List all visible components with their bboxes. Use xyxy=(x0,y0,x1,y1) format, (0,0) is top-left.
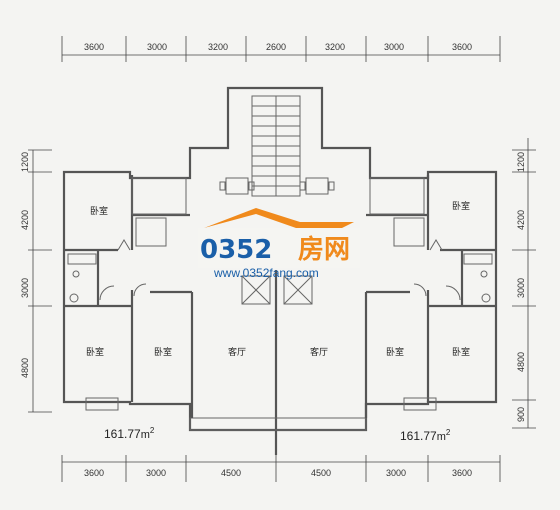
elevator-right xyxy=(283,275,313,305)
dim-bottom-4: 4500 xyxy=(311,468,331,478)
room-label-bedroom-5: 卧室 xyxy=(452,346,470,358)
watermark-brand-text: 房网 xyxy=(298,235,350,265)
dim-top-6: 3000 xyxy=(384,42,404,52)
stair-core xyxy=(241,95,313,305)
room-label-bedroom-6: 卧室 xyxy=(452,200,470,212)
dim-top-2: 3000 xyxy=(147,42,167,52)
house-roof-icon xyxy=(204,208,354,228)
dim-left-3: 3000 xyxy=(20,278,30,298)
dim-left-1: 1200 xyxy=(20,152,30,172)
area-left-sup: 2 xyxy=(150,426,155,435)
bottom-dimension-line: 3600 3000 4500 4500 3000 3600 xyxy=(61,455,501,482)
left-dimension-line: 1200 4200 3000 4800 xyxy=(20,149,52,413)
dim-top-4: 2600 xyxy=(266,42,286,52)
dim-top-5: 3200 xyxy=(325,42,345,52)
area-right-value: 161.77 xyxy=(400,429,437,443)
area-left-value: 161.77 xyxy=(104,427,141,441)
dim-top-1: 3600 xyxy=(84,42,104,52)
room-label-bedroom-3: 卧室 xyxy=(154,346,172,358)
room-label-bedroom-1: 卧室 xyxy=(90,205,108,217)
area-left-unit: m xyxy=(141,429,150,441)
watermark-logo: 0352 房网 www.0352fang.com xyxy=(198,208,360,280)
room-label-living-1: 客厅 xyxy=(228,346,246,358)
area-right-sup: 2 xyxy=(446,428,451,437)
dim-bottom-1: 3600 xyxy=(84,468,104,478)
dim-left-4: 4800 xyxy=(20,358,30,378)
dim-bottom-6: 3600 xyxy=(452,468,472,478)
watermark-url: www.0352fang.com xyxy=(213,266,319,280)
top-dimension-line: 3600 3000 3200 2600 3200 3000 3600 xyxy=(61,36,501,62)
dining-tables xyxy=(219,177,335,195)
dim-bottom-3: 4500 xyxy=(221,468,241,478)
room-label-living-2: 客厅 xyxy=(310,346,328,358)
right-dimension-line: 1200 4200 3000 4800 900 xyxy=(512,138,536,429)
left-unit-walls xyxy=(64,175,194,418)
right-unit-walls xyxy=(364,175,496,418)
area-label-right: 161.77m2 xyxy=(400,428,451,443)
dim-right-5: 900 xyxy=(516,407,526,422)
dim-right-2: 4200 xyxy=(516,210,526,230)
dim-right-3: 3000 xyxy=(516,278,526,298)
exterior-walls xyxy=(62,86,498,455)
dim-left-2: 4200 xyxy=(20,210,30,230)
dim-top-7: 3600 xyxy=(452,42,472,52)
dim-bottom-2: 3000 xyxy=(146,468,166,478)
dim-bottom-5: 3000 xyxy=(386,468,406,478)
area-right-unit: m xyxy=(437,431,446,443)
dim-right-1: 1200 xyxy=(516,152,526,172)
dim-right-4: 4800 xyxy=(516,352,526,372)
elevator-left xyxy=(241,275,271,305)
dim-top-3: 3200 xyxy=(208,42,228,52)
watermark-brand-number: 0352 xyxy=(200,235,272,265)
room-label-bedroom-4: 卧室 xyxy=(386,346,404,358)
area-label-left: 161.77m2 xyxy=(104,426,155,441)
room-label-bedroom-2: 卧室 xyxy=(86,346,104,358)
